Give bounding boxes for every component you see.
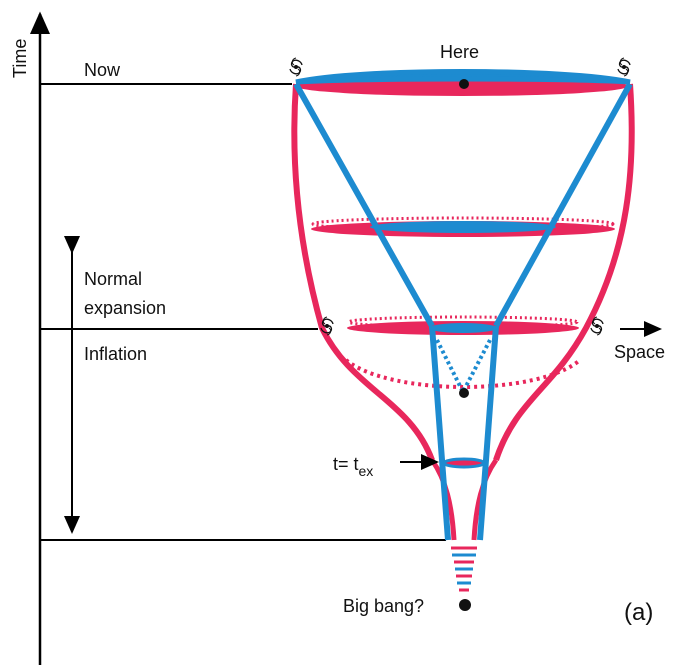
tex-label-main: t= t <box>333 454 359 474</box>
blue-cone-left <box>293 82 435 328</box>
now-slice-blue <box>295 69 631 85</box>
normal-expansion-label-line2: expansion <box>84 298 166 318</box>
blue-dotted-v-right <box>461 339 492 393</box>
pink-bulb-left <box>291 83 435 462</box>
galaxy-icon-top-left <box>289 57 303 77</box>
now-label: Now <box>84 60 121 80</box>
blue-tube-left <box>429 325 451 541</box>
time-axis-label: Time <box>10 39 30 78</box>
mid-slice-blue <box>370 221 556 233</box>
here-dot <box>459 79 469 89</box>
pink-bulb-right <box>493 83 635 461</box>
tex-slice <box>442 457 486 469</box>
big-bang-dot <box>459 599 471 611</box>
normal-expansion-label-line1: Normal <box>84 269 142 289</box>
tex-label-subscript: ex <box>359 463 374 479</box>
galaxy-icon-top-right <box>617 57 631 77</box>
end-inflation-slice-dots <box>347 315 579 329</box>
space-label: Space <box>614 342 665 362</box>
tex-label: t= tex <box>333 454 373 479</box>
inflation-label: Inflation <box>84 344 147 364</box>
blue-dotted-v-left <box>435 339 465 393</box>
pre-inflation-dashes <box>451 546 477 592</box>
origin-dot <box>459 388 469 398</box>
blue-cone-right <box>493 82 633 328</box>
big-bang-label: Big bang? <box>343 596 424 616</box>
here-label: Here <box>440 42 479 62</box>
end-inflation-slice-blue <box>429 323 497 333</box>
pink-dotted-arc <box>344 358 582 389</box>
blue-tube-right <box>477 325 499 541</box>
panel-label: (a) <box>624 599 653 626</box>
